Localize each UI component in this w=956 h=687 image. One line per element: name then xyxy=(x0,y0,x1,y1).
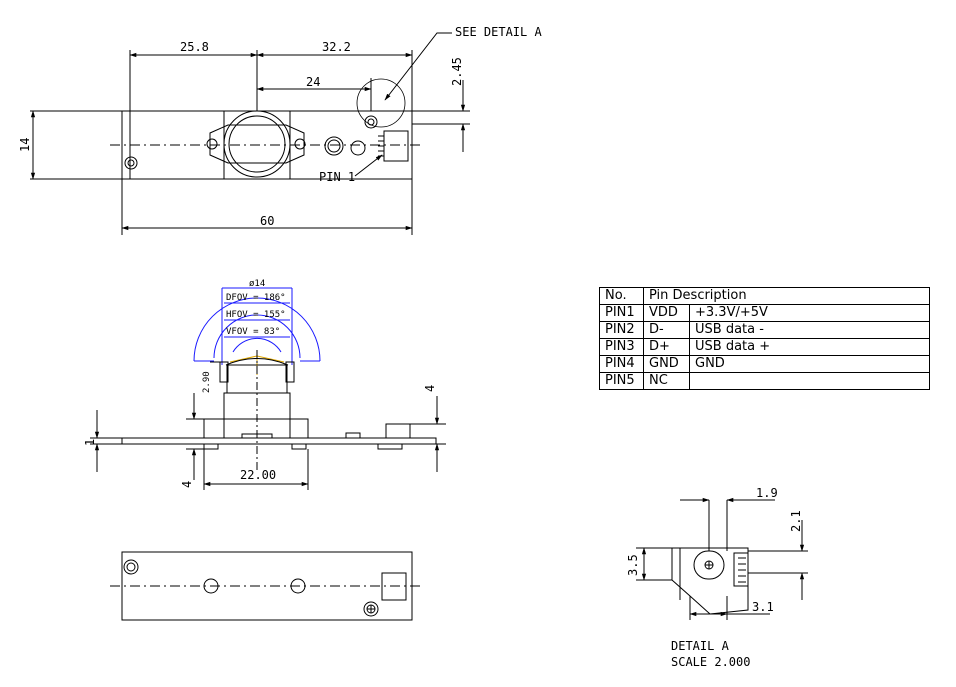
detail-title: DETAIL A xyxy=(671,639,730,653)
dim-base: 22.00 xyxy=(240,468,276,482)
dim-35: 3.5 xyxy=(626,554,640,576)
dim-290: 2.90 xyxy=(202,371,212,393)
lens-diameter: ø14 xyxy=(249,279,265,289)
top-view xyxy=(30,32,470,235)
pin-desc xyxy=(689,372,930,390)
table-row: PIN2 D- USB data - xyxy=(599,321,930,339)
see-detail-label: SEE DETAIL A xyxy=(455,25,542,39)
pin-desc: GND xyxy=(689,355,930,373)
dim-pcb: 1 xyxy=(83,439,97,446)
dfov-arc xyxy=(193,297,321,362)
dim-19: 1.9 xyxy=(756,486,778,500)
header-description: Pin Description xyxy=(643,287,930,305)
dim-31: 3.1 xyxy=(752,600,774,614)
pin-no: PIN4 xyxy=(599,355,644,373)
vfov-arc xyxy=(232,337,282,353)
pin-no: PIN5 xyxy=(599,372,644,390)
dim-21: 2.1 xyxy=(789,510,803,532)
table-row: PIN1 VDD +3.3V/+5V xyxy=(599,304,930,322)
pcb-side xyxy=(121,437,437,445)
pin-name: VDD xyxy=(643,304,690,322)
pin-desc: USB data + xyxy=(689,338,930,356)
lens-body xyxy=(223,110,291,178)
pin-desc: USB data - xyxy=(689,321,930,339)
header-no: No. xyxy=(599,287,644,305)
pin-name: D+ xyxy=(643,338,690,356)
table-row: PIN3 D+ USB data + xyxy=(599,338,930,356)
pin-desc: +3.3V/+5V xyxy=(689,304,930,322)
hfov-label: HFOV = 155° xyxy=(226,310,286,320)
pin1-label: PIN 1 xyxy=(319,170,355,184)
pin-no: PIN1 xyxy=(599,304,644,322)
dim-right: 32.2 xyxy=(322,40,351,54)
pin-no: PIN3 xyxy=(599,338,644,356)
dim-width: 60 xyxy=(260,214,274,228)
dim-offset: 25.8 xyxy=(180,40,209,54)
side-view xyxy=(90,287,446,490)
table-row: PIN5 NC xyxy=(599,372,930,390)
dim-bottom: 4 xyxy=(180,481,194,488)
pin-name: GND xyxy=(643,355,690,373)
dim-lens: 24 xyxy=(306,75,320,89)
dim-height: 14 xyxy=(18,138,32,152)
detail-scale: SCALE 2.000 xyxy=(671,655,750,669)
usb-connector xyxy=(383,130,409,162)
dfov-label: DFOV = 186° xyxy=(226,293,286,303)
dim-connector: 4 xyxy=(423,385,437,392)
table-header-row: No. Pin Description xyxy=(599,287,930,305)
pin-name: D- xyxy=(643,321,690,339)
detail-a xyxy=(636,497,808,620)
pin-name: NC xyxy=(643,372,690,390)
table-row: PIN4 GND GND xyxy=(599,355,930,373)
bottom-view xyxy=(110,551,420,621)
dim-edge: 2.45 xyxy=(450,57,464,86)
pin-no: PIN2 xyxy=(599,321,644,339)
hfov-arc xyxy=(213,314,301,359)
pin-description-table: No. Pin Description PIN1 VDD +3.3V/+5V P… xyxy=(599,287,930,390)
vfov-label: VFOV = 83° xyxy=(226,327,280,337)
